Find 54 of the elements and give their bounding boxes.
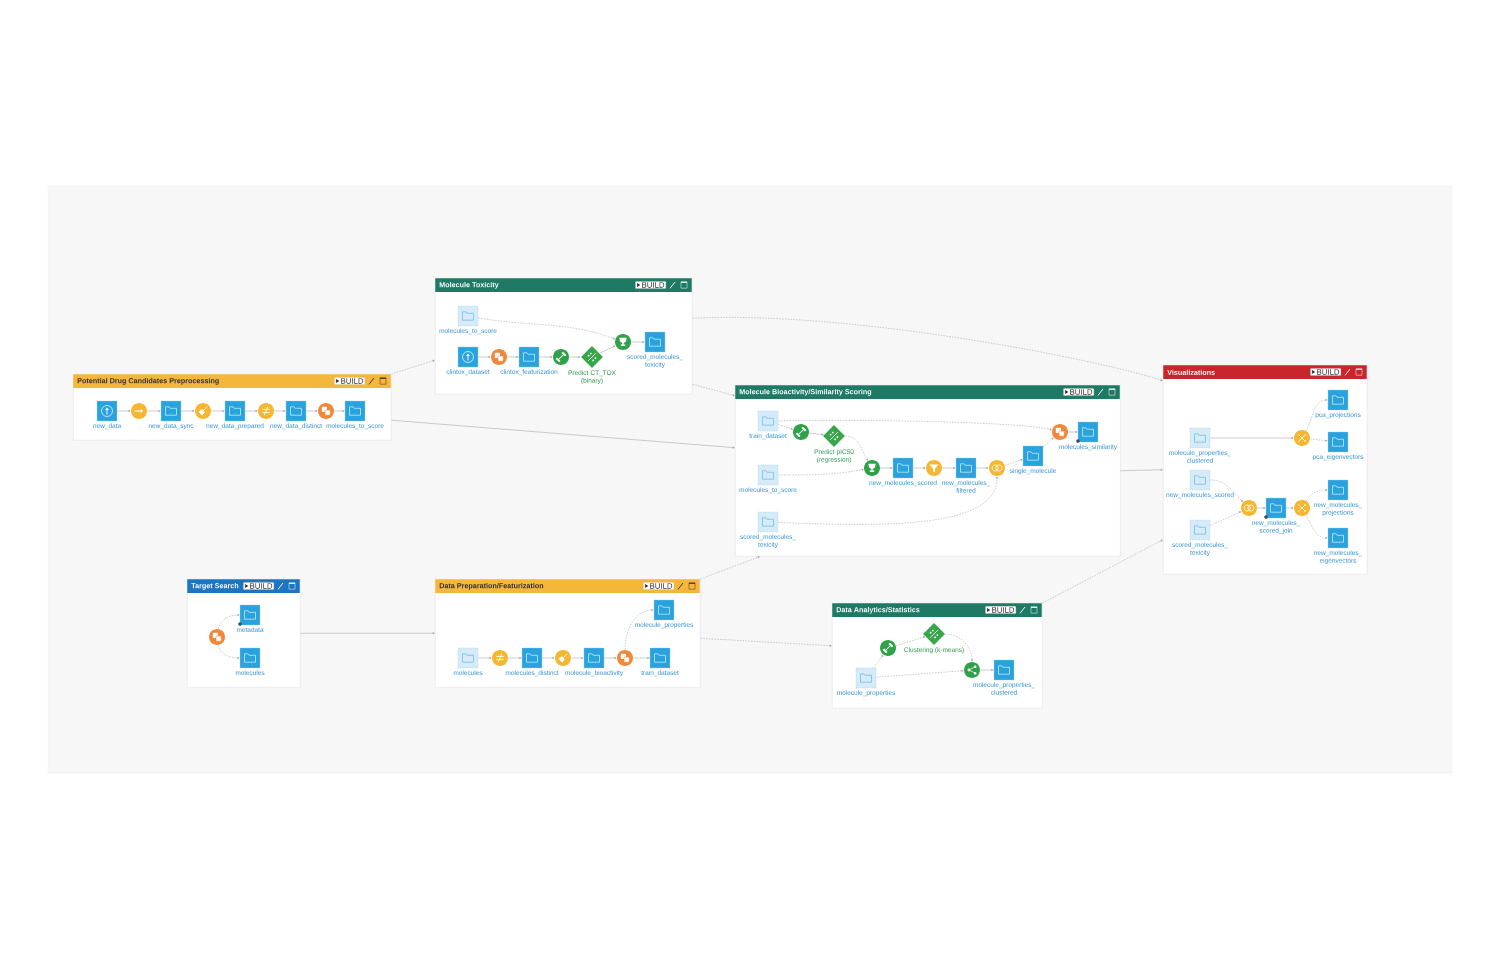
arrow [1004, 459, 1023, 466]
arrow [599, 345, 616, 354]
squares-icon [617, 650, 633, 666]
arrow [692, 317, 1163, 381]
arrow [778, 420, 1052, 431]
arrow [873, 654, 884, 668]
arrow [218, 614, 240, 630]
dumbbell-icon [793, 424, 809, 440]
arrow [1042, 539, 1163, 604]
circles-icon [989, 460, 1005, 476]
cross-icon [1294, 500, 1310, 516]
squares-icon [1052, 424, 1068, 440]
arrow [944, 633, 973, 662]
dumbbell-icon [880, 640, 896, 656]
arrow [700, 638, 832, 647]
arrow [844, 435, 868, 461]
arrow [778, 468, 864, 476]
arrow [391, 420, 735, 449]
squares-icon [491, 349, 507, 365]
arrow [808, 432, 824, 436]
arrow [876, 669, 964, 678]
arrow [700, 556, 760, 580]
circles-icon [1241, 500, 1257, 516]
arrow [1305, 489, 1328, 502]
branch-icon [964, 662, 980, 678]
arrow [478, 317, 615, 340]
not-equal-icon [492, 650, 508, 666]
arrow [391, 360, 435, 375]
arrow [568, 356, 581, 358]
arrow [778, 424, 793, 430]
squares-icon [209, 629, 225, 645]
dumbbell-icon [553, 349, 569, 365]
broom-icon [195, 403, 211, 419]
squares-icon [318, 403, 334, 419]
arrow [1305, 399, 1328, 432]
arrow [1309, 438, 1328, 442]
funnel-icon [926, 460, 942, 476]
arrow [692, 384, 735, 397]
cross-icon [1294, 430, 1310, 446]
trophy-icon [864, 460, 880, 476]
arrow [1305, 514, 1328, 539]
arrow [1042, 437, 1054, 448]
not-equal-icon [258, 403, 274, 419]
arrow [624, 609, 654, 651]
arrow [1210, 479, 1243, 502]
trophy-icon [615, 334, 631, 350]
arrow [218, 644, 240, 659]
arrow [1256, 507, 1266, 509]
arrow [300, 632, 435, 635]
arrow [1120, 468, 1163, 471]
arrow [895, 636, 926, 646]
arrow [778, 476, 998, 525]
arrow [1210, 511, 1242, 526]
broom-icon [555, 650, 571, 666]
